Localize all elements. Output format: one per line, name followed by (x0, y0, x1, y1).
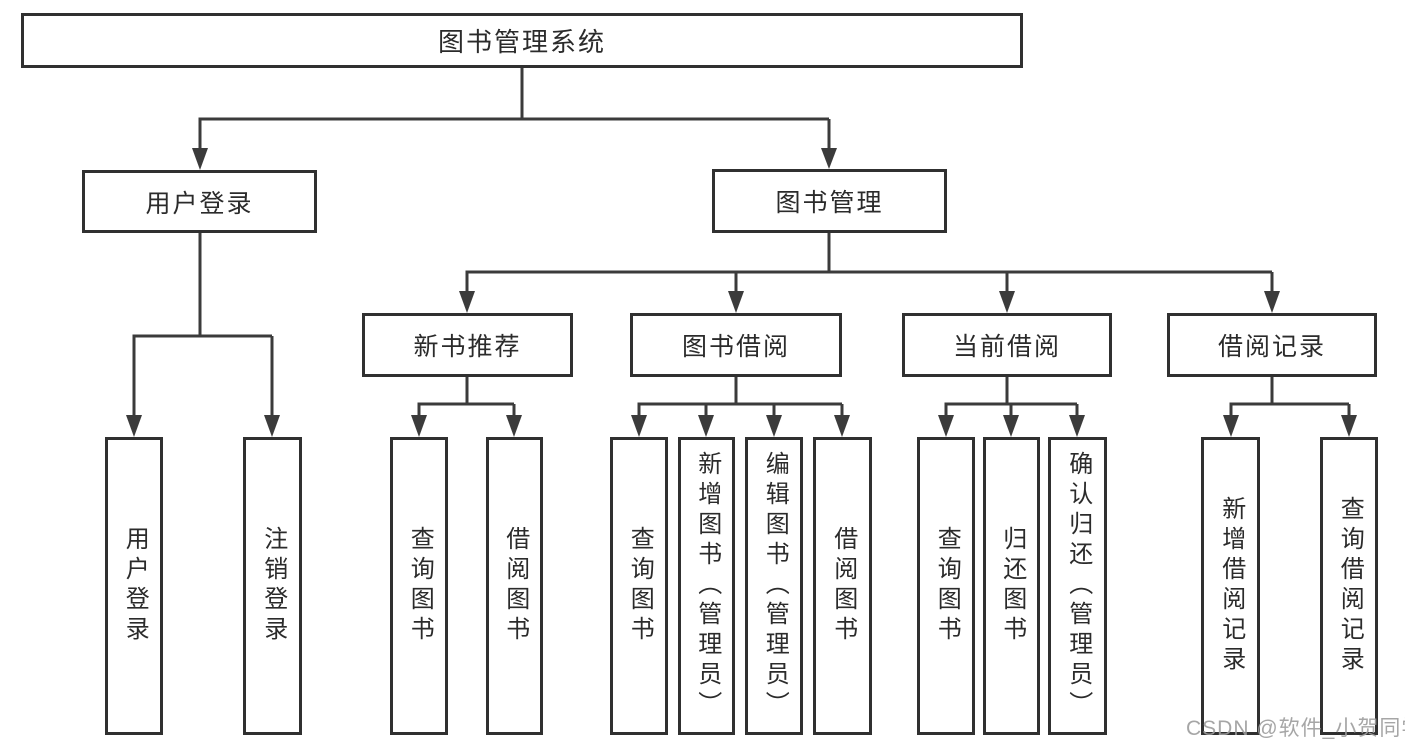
connector-current-borrow-split (944, 377, 1079, 422)
node-leaf-query-books-borrow: 查询图书 (610, 437, 668, 735)
node-leaf-edit-books-admin: 编辑图书（管理员） (745, 437, 803, 735)
node-leaf-query-borrow-record: 查询借阅记录 (1320, 437, 1378, 735)
connector-book-management-split (465, 233, 1274, 298)
node-book-management: 图书管理 (712, 169, 947, 233)
node-leaf-return-books: 归还图书 (983, 437, 1040, 735)
node-leaf-add-books-admin: 新增图书（管理员） (678, 437, 735, 735)
connector-new-book-split (417, 377, 516, 422)
node-new-book-recommend: 新书推荐 (362, 313, 573, 377)
node-current-borrow: 当前借阅 (902, 313, 1112, 377)
node-leaf-user-login: 用户登录 (105, 437, 163, 735)
arrowheads (126, 148, 1357, 437)
node-library-management-system: 图书管理系统 (21, 13, 1023, 68)
connector-root-split (198, 68, 831, 155)
node-user-login: 用户登录 (82, 170, 317, 233)
node-leaf-confirm-return-admin: 确认归还（管理员） (1048, 437, 1107, 735)
csdn-watermark: CSDN @软件_小贺同学 (1186, 717, 1405, 740)
node-leaf-add-borrow-record: 新增借阅记录 (1201, 437, 1260, 735)
connector-user-login-split (132, 233, 274, 422)
connector-book-borrow-split (637, 377, 844, 422)
node-book-borrow: 图书借阅 (630, 313, 842, 377)
node-leaf-logout: 注销登录 (243, 437, 302, 735)
node-leaf-query-books-current: 查询图书 (917, 437, 975, 735)
node-borrow-records: 借阅记录 (1167, 313, 1377, 377)
node-leaf-borrow-books-recommend: 借阅图书 (486, 437, 543, 735)
node-leaf-borrow-books: 借阅图书 (813, 437, 872, 735)
connector-borrow-records-split (1229, 377, 1351, 422)
node-leaf-query-books-recommend: 查询图书 (390, 437, 448, 735)
